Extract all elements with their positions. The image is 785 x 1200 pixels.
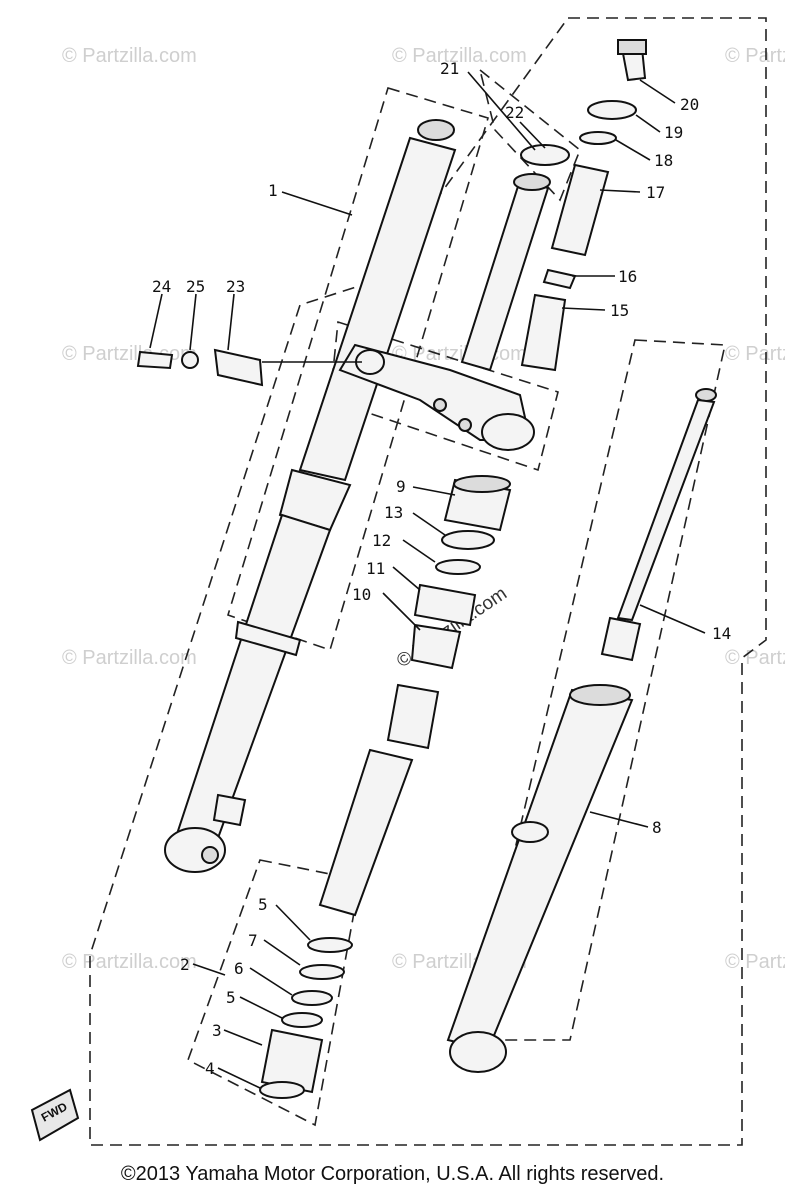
callout-c8: 8 bbox=[652, 818, 662, 837]
callout-c15: 15 bbox=[610, 301, 629, 320]
callout-c17: 17 bbox=[646, 183, 665, 202]
left-fork-assembly bbox=[164, 119, 457, 873]
callout-c7: 7 bbox=[248, 931, 258, 950]
callout-c4: 4 bbox=[205, 1059, 215, 1078]
bearing-top bbox=[453, 475, 511, 493]
outer-tube-top bbox=[569, 684, 631, 706]
bracket-bolt-hole bbox=[433, 398, 447, 412]
callout-c1: 1 bbox=[268, 181, 278, 200]
collar bbox=[550, 163, 610, 257]
stem-thread bbox=[513, 173, 551, 191]
watermark: © Partzilla.com bbox=[62, 951, 197, 973]
callout-c5b: 5 bbox=[226, 988, 236, 1007]
outer-axle-boss bbox=[449, 1031, 507, 1073]
stem-group-outline bbox=[478, 67, 581, 202]
washer-6 bbox=[291, 990, 333, 1006]
watermark: © Partzilla.com bbox=[725, 45, 785, 67]
fwd-badge: FWD bbox=[30, 1088, 80, 1142]
callout-c13: 13 bbox=[384, 503, 403, 522]
bushing-10 bbox=[410, 623, 462, 670]
callout-c21: 21 bbox=[440, 59, 459, 78]
watermark: © Partzilla.com bbox=[62, 45, 197, 67]
watermark: © Partzilla.com bbox=[392, 45, 527, 67]
seal-kit-outline bbox=[187, 859, 361, 1127]
copyright-notice: ©2013 Yamaha Motor Corporation, U.S.A. A… bbox=[120, 1163, 665, 1185]
callout-labels: 1234556789101112131415161718192021222324… bbox=[152, 59, 731, 1078]
stem-nut bbox=[520, 144, 570, 166]
callout-c22: 22 bbox=[505, 103, 524, 122]
seal-7 bbox=[299, 964, 345, 980]
callout-c10: 10 bbox=[352, 585, 371, 604]
callout-c12: 12 bbox=[372, 531, 391, 550]
clamp-bolt-assembly bbox=[136, 348, 362, 387]
clip-5b bbox=[281, 1012, 323, 1028]
callout-c6: 6 bbox=[234, 959, 244, 978]
outer-slider bbox=[173, 513, 332, 862]
top-parts bbox=[520, 39, 647, 372]
callout-c9: 9 bbox=[396, 477, 406, 496]
damper-rod bbox=[318, 748, 414, 917]
tube-shaft bbox=[616, 398, 716, 622]
right-outer-tube bbox=[446, 684, 634, 1073]
washer-25 bbox=[181, 351, 199, 369]
callout-c18: 18 bbox=[654, 151, 673, 170]
watermark: © Partzilla.com bbox=[725, 343, 785, 365]
inner-tube bbox=[298, 136, 457, 482]
spring bbox=[520, 293, 567, 372]
callout-c2: 2 bbox=[180, 955, 190, 974]
o-ring bbox=[579, 131, 617, 145]
outer-tube-outline bbox=[468, 339, 726, 1041]
bearing-11 bbox=[413, 583, 477, 627]
watermark: © Partzilla.com bbox=[62, 647, 197, 669]
fork-tube-outline bbox=[227, 87, 489, 652]
clamp-23 bbox=[213, 348, 264, 387]
bracket-bolt-hole bbox=[458, 418, 472, 432]
bracket-clamp-right bbox=[481, 413, 535, 451]
watermark: © Partzilla.com bbox=[725, 951, 785, 973]
callout-c19: 19 bbox=[664, 123, 683, 142]
washer bbox=[587, 100, 637, 120]
fork-cap bbox=[417, 119, 455, 141]
caliper-mount bbox=[212, 793, 247, 827]
spring-small bbox=[542, 268, 577, 290]
callout-c5a: 5 bbox=[258, 895, 268, 914]
tube-collar bbox=[600, 616, 642, 662]
right-inner-tube bbox=[600, 388, 717, 662]
clip-5a bbox=[307, 937, 353, 953]
bearing-stack bbox=[318, 475, 512, 917]
steering-stem-assembly bbox=[338, 173, 551, 451]
bolt-24 bbox=[136, 350, 174, 370]
callout-c16: 16 bbox=[618, 267, 637, 286]
outer-tube-boss bbox=[511, 821, 549, 843]
seal-12 bbox=[435, 559, 481, 575]
callout-c3: 3 bbox=[212, 1021, 222, 1040]
stopper-ring-4 bbox=[259, 1081, 305, 1099]
callout-c23: 23 bbox=[226, 277, 245, 296]
callout-c24: 24 bbox=[152, 277, 171, 296]
callout-c20: 20 bbox=[680, 95, 699, 114]
axle-hole bbox=[201, 846, 219, 864]
callout-c25: 25 bbox=[186, 277, 205, 296]
fender-mount bbox=[234, 620, 302, 657]
piston bbox=[386, 683, 440, 750]
bolt-head bbox=[617, 39, 647, 55]
seal-13 bbox=[441, 530, 495, 550]
watermark: © Partzilla.com bbox=[725, 647, 785, 669]
seal-kit bbox=[259, 937, 353, 1099]
callout-c14: 14 bbox=[712, 624, 731, 643]
leader-lines bbox=[149, 71, 706, 1089]
fwd-arrow-icon bbox=[30, 1088, 80, 1142]
callout-c11: 11 bbox=[366, 559, 385, 578]
outer-assembly-outline bbox=[89, 17, 767, 1146]
watermark: © Partzilla.com bbox=[62, 343, 197, 365]
oil-seal-3 bbox=[260, 1028, 324, 1094]
